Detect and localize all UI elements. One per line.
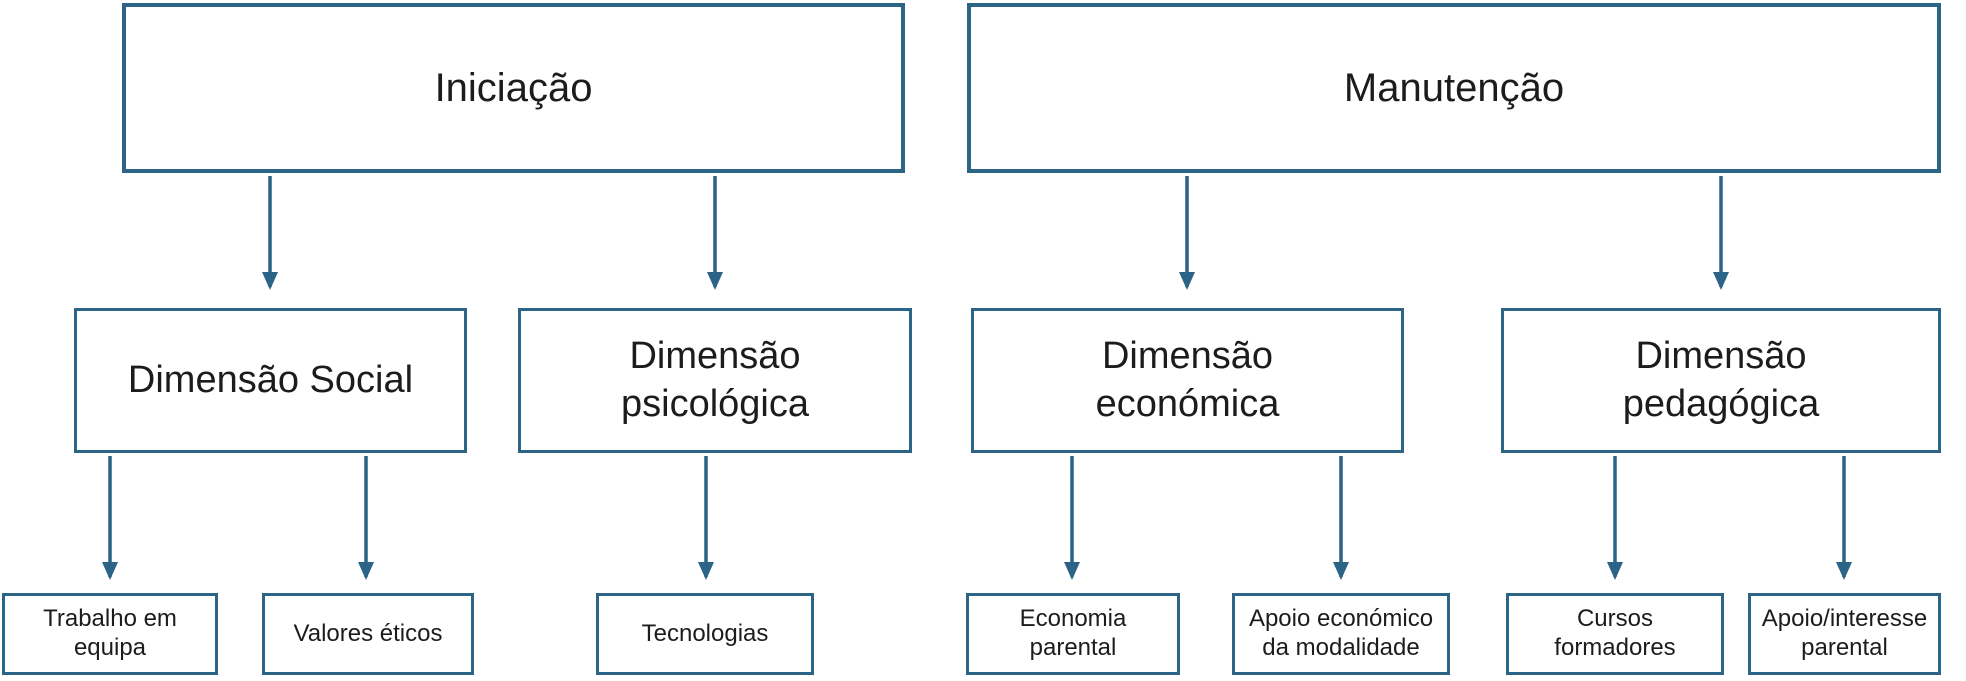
node-dimensao-psicologica: Dimensão psicológica — [518, 308, 912, 453]
node-iniciacao-label: Iniciação — [434, 66, 593, 110]
node-valores-eticos: Valores éticos — [262, 593, 474, 675]
node-apoio-economico-modalidade: Apoio económico da modalidade — [1232, 593, 1450, 675]
node-dimensao-economica-label: Dimensão económica — [1095, 335, 1280, 425]
node-apoio-economico-modalidade-label: Apoio económico da modalidade — [1248, 605, 1434, 661]
node-economia-parental: Economia parental — [966, 593, 1180, 675]
node-dimensao-social: Dimensão Social — [74, 308, 467, 453]
node-dimensao-psicologica-label: Dimensão psicológica — [621, 335, 809, 425]
node-manutencao: Manutenção — [967, 3, 1941, 173]
node-cursos-formadores: Cursos formadores — [1506, 593, 1724, 675]
node-dimensao-pedagogica: Dimensão pedagógica — [1501, 308, 1941, 453]
node-dimensao-economica: Dimensão económica — [971, 308, 1404, 453]
node-valores-eticos-label: Valores éticos — [293, 619, 443, 647]
node-trabalho-em-equipa-label: Trabalho em equipa — [43, 605, 177, 661]
node-cursos-formadores-label: Cursos formadores — [1554, 605, 1676, 661]
node-iniciacao: Iniciação — [122, 3, 905, 173]
node-tecnologias: Tecnologias — [596, 593, 814, 675]
node-apoio-interesse-parental-label: Apoio/interesse parental — [1761, 605, 1928, 661]
node-manutencao-label: Manutenção — [1343, 66, 1565, 110]
node-dimensao-pedagogica-label: Dimensão pedagógica — [1622, 335, 1820, 425]
node-apoio-interesse-parental: Apoio/interesse parental — [1748, 593, 1941, 675]
node-dimensao-social-label: Dimensão Social — [127, 358, 414, 401]
node-trabalho-em-equipa: Trabalho em equipa — [2, 593, 218, 675]
node-tecnologias-label: Tecnologias — [641, 619, 769, 647]
node-economia-parental-label: Economia parental — [1019, 605, 1127, 661]
